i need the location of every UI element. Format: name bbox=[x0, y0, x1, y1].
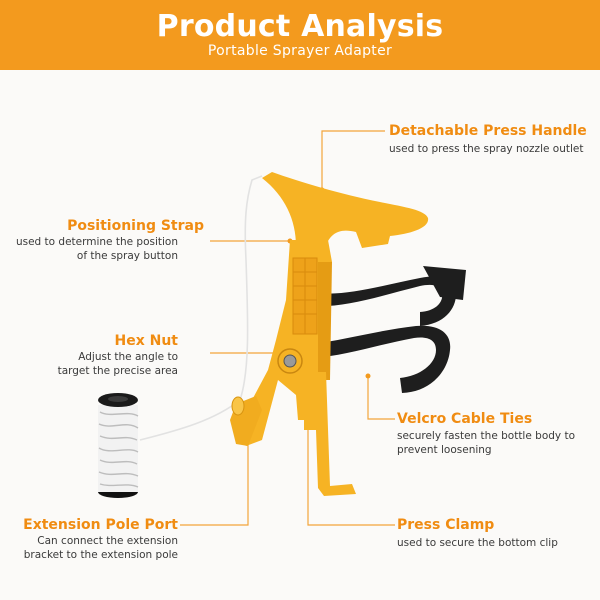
label-press-clamp: Press Clamp bbox=[397, 517, 495, 533]
desc-pole-port-line2: bracket to the extension pole bbox=[23, 549, 178, 561]
string-line bbox=[139, 175, 263, 441]
leader-press-clamp bbox=[307, 402, 395, 526]
string-spool bbox=[98, 393, 139, 498]
page-title: Product Analysis bbox=[156, 9, 444, 44]
desc-positioning-strap-line2: of the spray button bbox=[76, 250, 178, 262]
label-hex-nut: Hex Nut bbox=[114, 333, 179, 349]
desc-positioning-strap-line1: used to determine the position bbox=[15, 236, 178, 248]
leader-velcro bbox=[367, 376, 395, 420]
adapter-body bbox=[230, 172, 429, 496]
label-velcro-cable-ties: Velcro Cable Ties bbox=[397, 411, 533, 427]
label-extension-pole-port: Extension Pole Port bbox=[23, 517, 178, 533]
velcro-straps bbox=[312, 266, 466, 393]
desc-press-handle: used to press the spray nozzle outlet bbox=[389, 143, 584, 155]
desc-press-clamp: used to secure the bottom clip bbox=[397, 537, 558, 549]
label-positioning-strap: Positioning Strap bbox=[67, 218, 204, 234]
desc-pole-port-line1: Can connect the extension bbox=[37, 535, 178, 547]
label-press-handle: Detachable Press Handle bbox=[389, 123, 587, 139]
desc-velcro-line2: prevent loosening bbox=[397, 444, 492, 456]
desc-hex-nut-line1: Adjust the angle to bbox=[78, 351, 178, 363]
leader-pole-port bbox=[180, 425, 249, 526]
desc-hex-nut-line2: target the precise area bbox=[57, 365, 178, 377]
header-banner: Product Analysis Portable Sprayer Adapte… bbox=[0, 0, 600, 70]
leader-press-handle bbox=[321, 130, 385, 190]
desc-velcro-line1: securely fasten the bottle body to bbox=[397, 430, 575, 442]
page-subtitle: Portable Sprayer Adapter bbox=[207, 43, 393, 59]
